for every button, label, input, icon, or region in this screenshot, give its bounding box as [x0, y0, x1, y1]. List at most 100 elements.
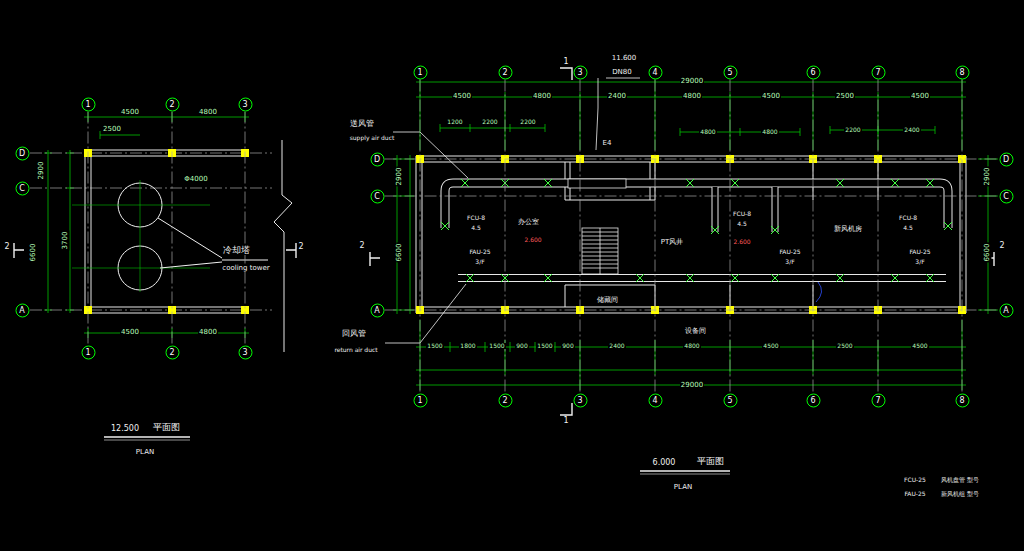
annotation-text: 3/F — [914, 259, 925, 265]
grid-axis-lines — [30, 153, 272, 310]
axis-bubble: 3 — [238, 97, 253, 112]
cooling-tower — [158, 218, 268, 268]
axis-bubble: C — [370, 189, 385, 204]
bubble-circle — [956, 66, 969, 79]
annotation-text: 2 — [3, 243, 10, 251]
axis-bubble: D — [999, 152, 1014, 167]
grid-axis-line — [878, 80, 879, 393]
axis-label: 6 — [806, 393, 821, 408]
cooling-tower — [72, 180, 210, 292]
elevation-text: 2.600 — [732, 239, 751, 245]
annotation-text: 4.5 — [736, 221, 748, 227]
dimension-text: 2900 — [38, 160, 45, 180]
bubble-circle — [574, 66, 587, 79]
bubble-circle — [371, 153, 384, 166]
leader-lines — [385, 78, 822, 343]
section-marks — [14, 243, 296, 258]
axis-bubble: 2 — [498, 65, 513, 80]
dimension-text: 4800 — [682, 93, 702, 100]
building-walls — [85, 150, 248, 313]
bubble-circle — [649, 66, 662, 79]
axis-label: 1 — [81, 97, 96, 112]
axis-bubble: 6 — [806, 393, 821, 408]
axis-bubble: A — [370, 303, 385, 318]
dimension-text: 6600 — [396, 242, 403, 262]
bubble-circle — [1000, 190, 1013, 203]
axis-label: C — [15, 181, 30, 196]
dimension-text: 4800 — [699, 129, 716, 135]
axis-bubble: 2 — [165, 97, 180, 112]
diffuser — [544, 179, 552, 187]
dimension-text: 29000 — [680, 382, 704, 389]
break-line — [274, 140, 292, 352]
annotation-text: 办公室 — [517, 219, 540, 226]
grid-axis-line — [385, 196, 999, 197]
bubble-circle — [16, 304, 29, 317]
building-walls — [85, 150, 966, 313]
bubble-circle — [239, 346, 252, 359]
axis-bubble: 6 — [806, 65, 821, 80]
annotation-text: FAU-25 — [908, 249, 931, 255]
grid-axis-lines — [30, 153, 272, 310]
bubble-circle — [16, 182, 29, 195]
axis-label: 7 — [871, 393, 886, 408]
dimension-text: 2200 — [519, 119, 536, 125]
axis-label: A — [15, 303, 30, 318]
dimension-text: 2200 — [844, 127, 861, 133]
dimension-text: 2400 — [903, 127, 920, 133]
bubble-circle — [166, 98, 179, 111]
annotation-text: 12.500 — [110, 425, 140, 433]
grid-axis-line — [420, 80, 421, 393]
diffuser — [466, 274, 474, 282]
diffuser — [926, 179, 934, 187]
stair — [582, 228, 618, 274]
grid-axis-line — [88, 112, 89, 345]
axis-label: 6 — [806, 65, 821, 80]
diffuser — [836, 179, 844, 187]
axis-label: 5 — [723, 393, 738, 408]
supply-air-duct — [445, 183, 948, 228]
annotation-text: 冷却塔 — [222, 246, 251, 255]
axis-bubble: 1 — [413, 393, 428, 408]
supply-air-duct — [568, 179, 626, 188]
annotation-text: E4 — [602, 140, 613, 147]
diffuser — [731, 179, 739, 187]
annotation-text: 6.000 — [652, 459, 677, 467]
bubble-circle — [724, 66, 737, 79]
annotation-text: FCU-8 — [898, 215, 918, 221]
annotation-text: cooling tower — [221, 265, 270, 272]
dimension-text: 2400 — [607, 93, 627, 100]
axis-label: 8 — [955, 65, 970, 80]
bubble-circle — [1000, 153, 1013, 166]
grid-axis-line — [813, 80, 814, 393]
annotation-text: 3/F — [474, 259, 485, 265]
dimension-text: 4500 — [452, 93, 472, 100]
dimension-text: 2500 — [836, 343, 853, 349]
axis-bubble: D — [15, 146, 30, 161]
stair — [582, 228, 618, 274]
diffuser — [731, 274, 739, 282]
axis-bubble: 1 — [81, 97, 96, 112]
annotation-text: PLAN — [673, 484, 693, 491]
dimension-text: 6600 — [984, 242, 991, 262]
dimension-text: 2200 — [481, 119, 498, 125]
axis-bubble: A — [999, 303, 1014, 318]
stair — [582, 228, 618, 274]
title-underlines — [640, 474, 730, 475]
annotation-text: 平面图 — [152, 423, 181, 432]
axis-label: 2 — [498, 393, 513, 408]
return-air-duct — [458, 278, 946, 279]
annotation-text: FAU-25 — [778, 249, 801, 255]
return-air-duct — [458, 275, 946, 281]
axis-bubble: 3 — [573, 393, 588, 408]
leader-lines — [385, 284, 466, 343]
axis-label: 1 — [413, 393, 428, 408]
annotation-text: 1 — [562, 417, 569, 425]
axis-bubble: 1 — [81, 345, 96, 360]
dimension-lines — [44, 150, 74, 313]
diffuser — [636, 274, 644, 282]
axis-label: C — [999, 189, 1014, 204]
bubble-circle — [872, 394, 885, 407]
supply-air-duct — [445, 183, 948, 228]
